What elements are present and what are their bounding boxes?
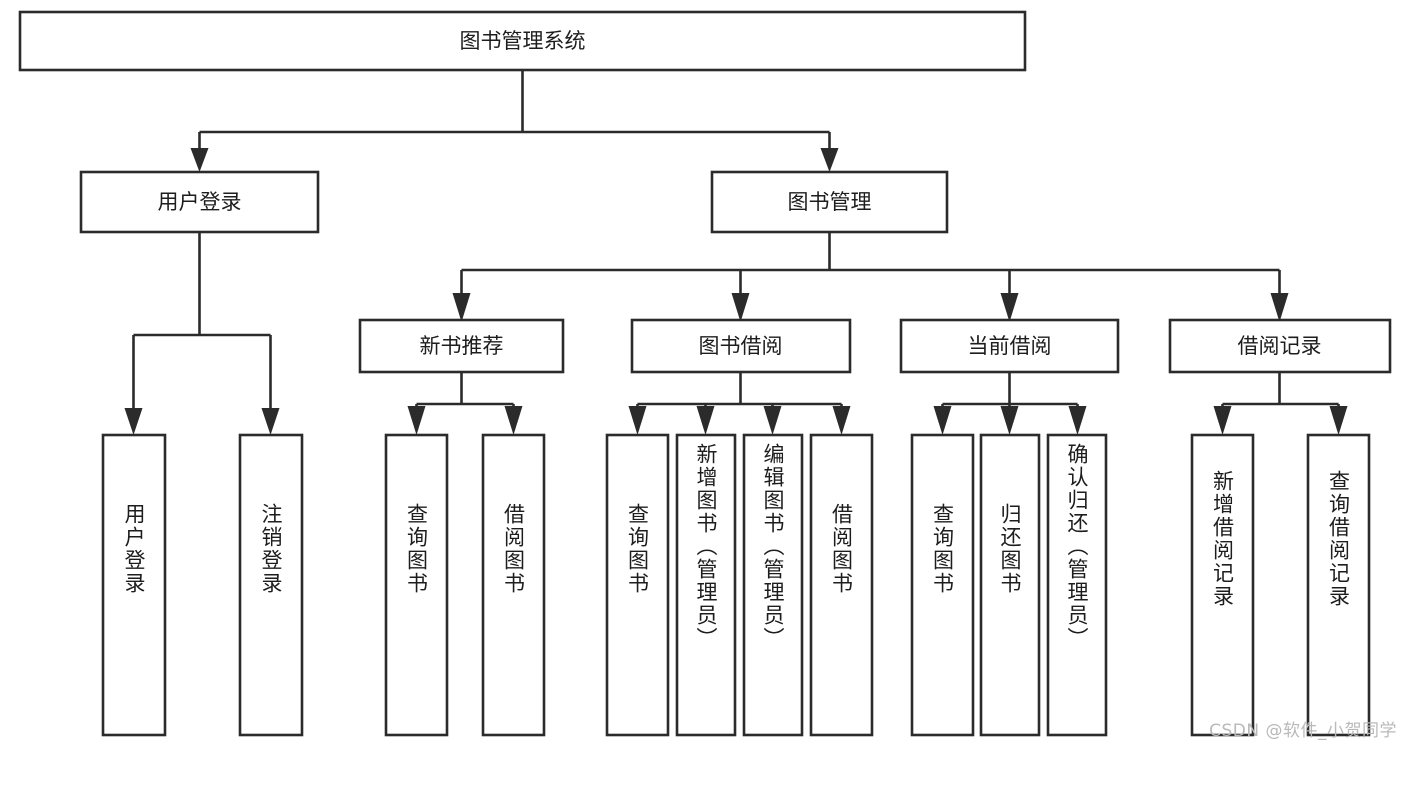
node-new-book-recommend-label: 新书推荐 — [420, 334, 504, 358]
node-leaf-query-record-box[interactable] — [1306, 433, 1371, 737]
node-user-login[interactable]: 用户登录 — [79, 170, 320, 234]
node-root[interactable]: 图书管理系统 — [18, 10, 1027, 72]
node-root-label: 图书管理系统 — [460, 29, 586, 53]
node-current-borrow[interactable]: 当前借阅 — [899, 318, 1120, 374]
arrow-head-user-login — [190, 148, 209, 172]
node-book-manage-label: 图书管理 — [788, 190, 872, 214]
arrow-head-new-book-recommend — [452, 293, 471, 322]
node-book-manage-box[interactable] — [710, 170, 949, 234]
flowchart-canvas: 图书管理系统 用户登录 图书管理 新书推荐 图书借阅 当前借阅 借阅记录 — [18, 10, 1397, 741]
node-new-book-recommend-box[interactable] — [358, 318, 565, 374]
node-book-borrow-label: 图书借阅 — [699, 334, 783, 358]
node-borrow-record-label: 借阅记录 — [1238, 334, 1322, 358]
node-leaf-add-book-box[interactable] — [675, 433, 737, 737]
node-user-login-box[interactable] — [79, 170, 320, 234]
leaf-boxes — [101, 433, 1371, 737]
arrow-head-leaf-query-book-2 — [628, 406, 647, 435]
arrow-head-leaf-borrow-book-1 — [504, 406, 523, 435]
connector-group-current-borrow — [933, 372, 1087, 435]
arrow-head-leaf-edit-book — [763, 406, 782, 435]
arrow-head-current-borrow — [1000, 293, 1019, 322]
node-current-borrow-box[interactable] — [899, 318, 1120, 374]
arrow-head-leaf-confirm-return — [1068, 406, 1087, 435]
connector-group-new-book-recommend — [407, 372, 523, 435]
node-leaf-confirm-return-box[interactable] — [1046, 433, 1108, 737]
arrow-head-leaf-logout — [261, 408, 280, 435]
arrow-head-leaf-query-book-1 — [407, 406, 426, 435]
connector-group-borrow-record — [1213, 372, 1348, 435]
node-leaf-borrow-book-1-box[interactable] — [481, 433, 546, 737]
connector-group-book-manage — [452, 232, 1289, 322]
node-leaf-edit-book-box[interactable] — [742, 433, 804, 737]
arrow-head-leaf-query-book-3 — [933, 406, 952, 435]
arrow-head-leaf-return-book — [1000, 406, 1019, 435]
node-book-manage[interactable]: 图书管理 — [710, 170, 949, 234]
arrow-head-borrow-record — [1270, 293, 1289, 322]
node-user-login-label: 用户登录 — [158, 190, 242, 214]
arrow-head-book-borrow — [731, 293, 750, 322]
node-leaf-add-record-box[interactable] — [1190, 433, 1255, 737]
diagram-svg: 图书管理系统 用户登录 图书管理 新书推荐 图书借阅 当前借阅 借阅记录 — [18, 10, 1392, 737]
arrow-head-leaf-query-record — [1329, 406, 1348, 435]
node-leaf-logout-box[interactable] — [238, 433, 304, 737]
node-current-borrow-label: 当前借阅 — [968, 334, 1052, 358]
connector-group-root — [190, 70, 839, 172]
node-book-borrow[interactable]: 图书借阅 — [630, 318, 852, 374]
arrow-head-leaf-add-record — [1213, 406, 1232, 435]
arrow-head-book-manage — [820, 148, 839, 172]
node-new-book-recommend[interactable]: 新书推荐 — [358, 318, 565, 374]
node-borrow-record[interactable]: 借阅记录 — [1168, 318, 1392, 374]
watermark-text: CSDN @软件_小贺同学 — [1209, 721, 1397, 741]
node-root-box[interactable] — [18, 10, 1027, 72]
node-leaf-query-book-1-box[interactable] — [384, 433, 449, 737]
connector-group-user-login — [124, 232, 280, 435]
arrow-head-leaf-user-login — [124, 408, 143, 435]
node-leaf-borrow-book-2-box[interactable] — [809, 433, 874, 737]
connector-group-book-borrow — [628, 372, 851, 435]
node-leaf-return-book-box[interactable] — [979, 433, 1041, 737]
node-leaf-query-book-3-box[interactable] — [910, 433, 975, 737]
node-book-borrow-box[interactable] — [630, 318, 852, 374]
arrow-head-leaf-add-book — [696, 406, 715, 435]
node-leaf-user-login-box[interactable] — [101, 433, 167, 737]
arrow-head-leaf-borrow-book-2 — [832, 406, 851, 435]
node-borrow-record-box[interactable] — [1168, 318, 1392, 374]
node-leaf-query-book-2-box[interactable] — [605, 433, 670, 737]
